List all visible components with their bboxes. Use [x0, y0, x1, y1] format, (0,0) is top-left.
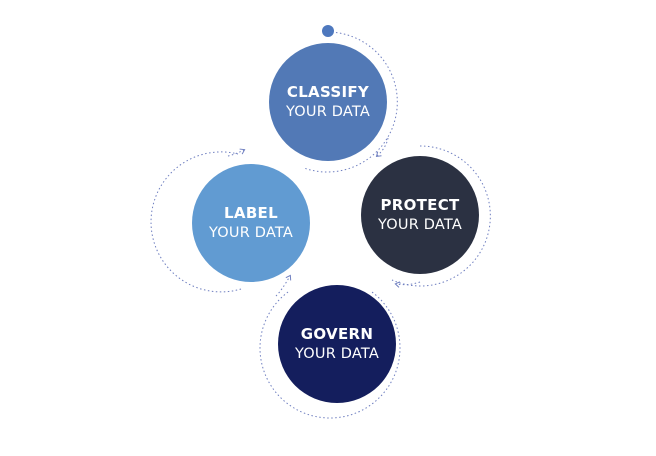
classify-circle: CLASSIFY YOUR DATA: [269, 43, 387, 161]
govern-circle: GOVERN YOUR DATA: [278, 285, 396, 403]
label-ring: [150, 151, 242, 293]
protect-circle: PROTECT YOUR DATA: [361, 156, 479, 274]
arrow-protect-to-govern: [394, 281, 421, 288]
govern-subtitle: YOUR DATA: [295, 345, 379, 362]
arrow-govern-to-label: [275, 274, 292, 297]
arrow-label-to-classify: [227, 148, 246, 157]
arrow-classify-to-protect: [375, 137, 389, 158]
label-title: LABEL: [224, 203, 278, 222]
protect-ring: [391, 145, 491, 287]
label-circle: LABEL YOUR DATA: [192, 164, 310, 282]
start-dot: [322, 25, 334, 37]
classify-ring: [303, 31, 398, 173]
protect-title: PROTECT: [380, 195, 460, 214]
govern-title: GOVERN: [300, 324, 374, 343]
classify-subtitle: YOUR DATA: [286, 103, 370, 120]
label-subtitle: YOUR DATA: [209, 224, 293, 241]
classify-title: CLASSIFY: [286, 82, 370, 101]
protect-subtitle: YOUR DATA: [378, 216, 462, 233]
